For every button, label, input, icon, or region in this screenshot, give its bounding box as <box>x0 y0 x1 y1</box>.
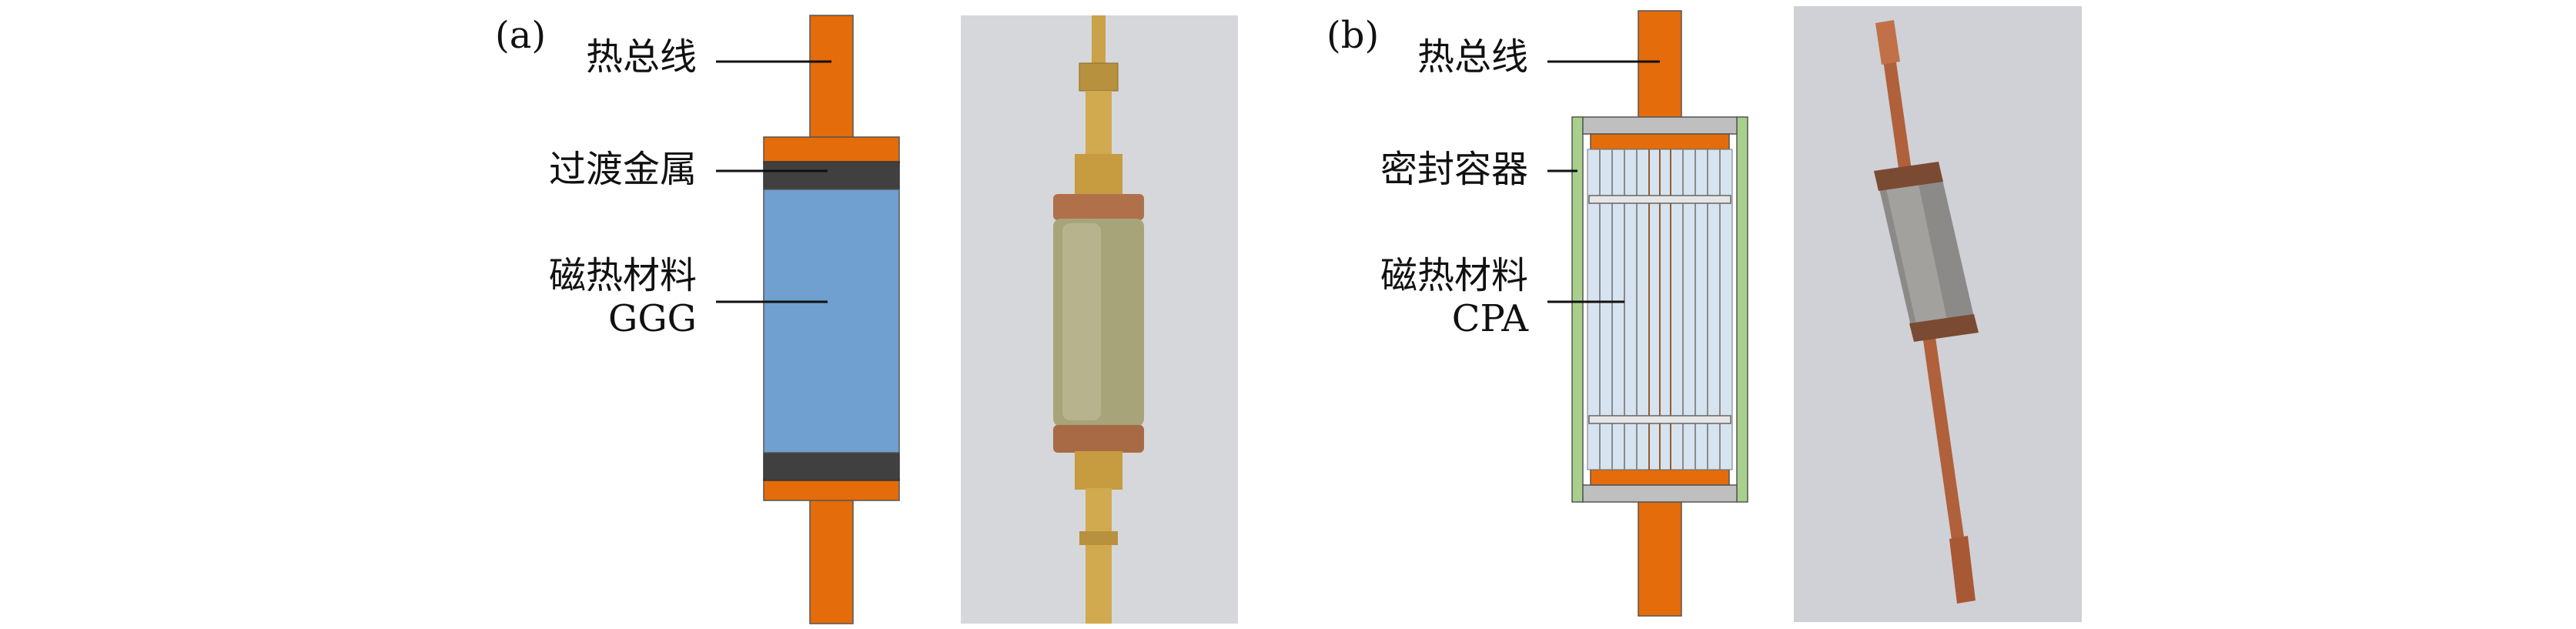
panel-b-tag: (b) <box>1326 14 1379 57</box>
container-cap-top <box>1582 116 1738 135</box>
container-wall-left <box>1571 116 1584 503</box>
transition-metal-top <box>763 161 900 190</box>
label-a-ggg: GGG <box>608 297 697 340</box>
heat-bus-rod-bottom <box>809 498 854 624</box>
photo-a-ggg-pill <box>961 15 1238 624</box>
label-b-magnetocaloric: 磁热材料 <box>1380 254 1528 297</box>
photo-a-lower-ring <box>1079 531 1118 545</box>
heat-bus-rod-bottom-b <box>1638 501 1682 617</box>
heat-bus-rod-top-b <box>1638 10 1682 119</box>
container-cap-bottom <box>1582 484 1738 503</box>
photo-b-cap-top <box>1874 162 1943 191</box>
photo-a-crystal-highlight <box>1062 223 1101 420</box>
photo-a-upper-collar <box>1075 154 1122 200</box>
heat-bus-plate-bottom <box>1590 469 1730 486</box>
photo-b-rod-end <box>1949 536 1975 604</box>
panel-b-schematic <box>1571 10 1748 617</box>
heat-bus-rod-top <box>809 15 854 139</box>
photo-b-cap-bottom <box>1909 314 1979 342</box>
label-a-magnetocaloric: 磁热材料 <box>549 254 697 297</box>
label-a-transition-metal: 过渡金属 <box>549 148 697 191</box>
heat-bus-flange-bottom <box>763 478 900 501</box>
panel-a-tag: (a) <box>495 14 546 57</box>
ggg-cylinder <box>763 189 900 453</box>
photo-a-nut <box>1079 62 1119 92</box>
transition-metal-bottom <box>763 452 900 481</box>
label-b-cpa: CPA <box>1452 297 1530 340</box>
photo-b-body-highlight <box>1885 177 1948 328</box>
container-wall-right <box>1736 116 1748 503</box>
label-a-heat-bus: 热总线 <box>586 35 697 79</box>
heat-bus-flange-top <box>763 136 900 164</box>
photo-b-rod-tip <box>1875 20 1900 65</box>
spacer-plate-lower <box>1588 415 1731 424</box>
label-b-heat-bus: 热总线 <box>1417 35 1528 79</box>
photo-b-cpa-pill <box>1794 6 2082 622</box>
photo-a-lower-stem <box>1086 488 1112 624</box>
spacer-plate-upper <box>1588 195 1731 204</box>
panel-a-schematic <box>763 15 900 624</box>
heat-bus-plate-top <box>1590 133 1730 150</box>
label-b-sealed-container: 密封容器 <box>1380 148 1528 191</box>
photo-a-band-bottom <box>1053 425 1144 453</box>
photo-a-band-top <box>1053 194 1144 220</box>
photo-a-lower-collar <box>1075 451 1122 490</box>
